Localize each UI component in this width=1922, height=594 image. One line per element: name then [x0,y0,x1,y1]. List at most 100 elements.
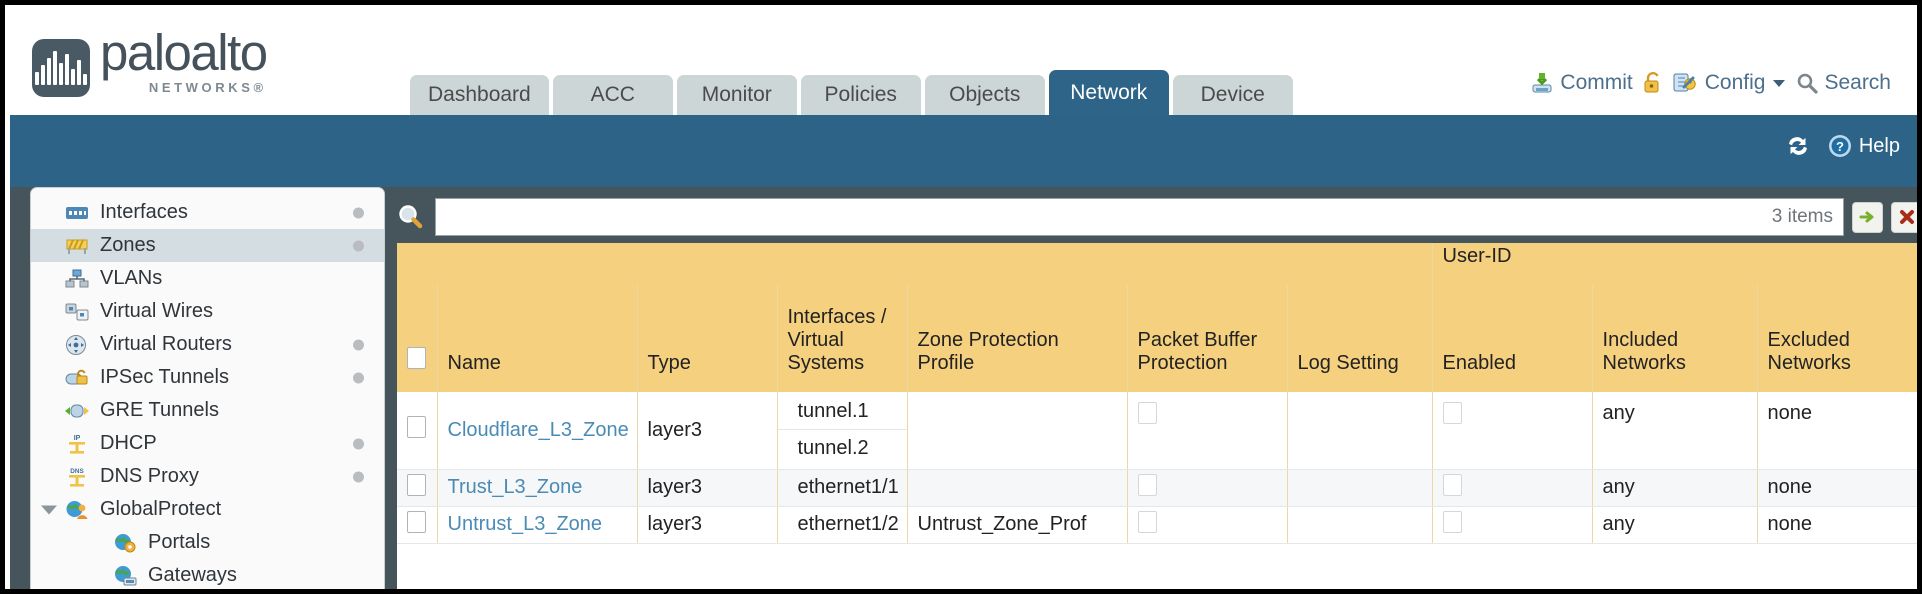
row-select-cell [397,469,438,507]
userid-enabled-checkbox[interactable] [1442,402,1462,424]
sidebar-item-zones[interactable]: Zones [31,229,384,262]
cell-zone-protection-profile: Untrust_Zone_Prof [907,506,1128,544]
col-name[interactable]: Name [437,285,638,392]
userid-enabled-checkbox[interactable] [1442,473,1462,496]
status-dot [353,207,364,218]
table-header-row: Name Type Interfaces / Virtual Systems Z… [397,285,1917,392]
gre-tunnels-icon [65,402,91,420]
status-dot [353,339,364,350]
sidebar-item-globalprotect[interactable]: GlobalProtect [31,493,384,526]
cell-type: layer3 [637,469,778,507]
sidebar-item-dns-proxy[interactable]: DNS DNS Proxy [31,460,384,493]
sidebar-item-gateways[interactable]: Gateways [31,559,384,589]
col-interfaces-virtual-systems[interactable]: Interfaces / Virtual Systems [777,285,908,392]
tab-network[interactable]: Network [1048,70,1169,115]
sidebar-item-label: Zones [100,234,156,256]
zones-table-body: Cloudflare_L3_Zone layer3 tunnel.1 tunne… [397,392,1917,544]
dhcp-icon: IP [65,433,91,455]
cell-type: layer3 [637,506,778,544]
tab-objects[interactable]: Objects [924,75,1045,115]
packet-buffer-protection-checkbox[interactable] [1137,473,1157,496]
status-dot [353,471,364,482]
search-button[interactable]: Search [1796,71,1891,95]
cell-included-networks: any [1592,506,1758,544]
cell-packet-buffer-protection [1127,506,1288,544]
clear-filter-button[interactable] [1891,201,1917,233]
apply-filter-button[interactable] [1852,201,1883,233]
table-row[interactable]: Trust_L3_Zone layer3 ethernet1/1 any [397,469,1917,507]
select-all-checkbox[interactable] [407,347,426,369]
col-zone-protection-profile[interactable]: Zone Protection Profile [907,285,1128,392]
zone-name-link[interactable]: Cloudflare_L3_Zone [447,418,629,441]
refresh-button[interactable] [1785,134,1811,158]
cell-zone-protection-profile [907,469,1128,507]
col-excluded-networks[interactable]: Excluded Networks [1757,285,1917,392]
cell-included-networks: any [1592,469,1758,507]
sidebar-item-vlans[interactable]: VLANs [31,262,384,295]
tab-dashboard[interactable]: Dashboard [410,75,549,115]
sidebar-item-gre-tunnels[interactable]: GRE Tunnels [31,394,384,427]
filter-input-wrapper[interactable]: 3 items [435,198,1844,236]
lock-button[interactable] [1642,71,1664,95]
sidebar-item-ipsec-tunnels[interactable]: IPSec Tunnels [31,361,384,394]
zones-main-panel: 3 items [397,187,1917,589]
zone-name-link[interactable]: Trust_L3_Zone [447,476,583,498]
col-included-networks[interactable]: Included Networks [1592,285,1758,392]
brand-subtitle: NETWORKS® [148,80,267,95]
status-dot [353,240,364,251]
tab-policies[interactable]: Policies [800,75,921,115]
zone-name-link[interactable]: Untrust_L3_Zone [447,513,603,535]
tab-monitor[interactable]: Monitor [676,75,797,115]
cell-excluded-networks: none [1757,392,1917,470]
packet-buffer-protection-checkbox[interactable] [1137,402,1157,424]
interface-item: tunnel.1 [777,393,907,431]
interfaces-icon [65,205,91,221]
sidebar-item-dhcp[interactable]: IP DHCP [31,427,384,460]
cell-interfaces: ethernet1/1 [777,469,908,507]
tab-device[interactable]: Device [1172,75,1293,115]
svg-text:IP: IP [74,435,81,442]
sidebar-item-virtual-wires[interactable]: Virtual Wires [31,295,384,328]
sidebar-item-label: VLANs [100,267,163,289]
sidebar-item-virtual-routers[interactable]: Virtual Routers [31,328,384,361]
tab-acc[interactable]: ACC [552,75,673,115]
sidebar-item-label: Gateways [148,564,237,586]
col-packet-buffer-protection[interactable]: Packet Buffer Protection [1127,285,1288,392]
table-row[interactable]: Cloudflare_L3_Zone layer3 tunnel.1 tunne… [397,392,1917,470]
cell-interfaces: ethernet1/2 [777,506,908,544]
main-nav-tabs: Dashboard ACC Monitor Policies Objects N… [410,70,1297,115]
packet-buffer-protection-checkbox[interactable] [1137,510,1157,533]
cell-type: layer3 [637,392,778,470]
commit-button[interactable]: Commit [1530,71,1633,95]
config-button[interactable]: Config [1673,71,1788,95]
sidebar-item-interfaces[interactable]: Interfaces [31,196,384,229]
expand-caret-icon[interactable] [41,505,57,514]
table-row[interactable]: Untrust_L3_Zone layer3 ethernet1/2 Untru… [397,506,1917,544]
table-group-header-row: User-ID [397,243,1917,285]
cell-log-setting [1287,392,1433,470]
row-checkbox[interactable] [407,473,426,496]
cell-name: Trust_L3_Zone [437,469,638,507]
paloalto-logo[interactable]: paloalto NETWORKS® [32,27,268,97]
globalprotect-icon [65,499,91,521]
cell-enabled [1432,506,1593,544]
search-icon [1796,72,1819,94]
cell-name: Untrust_L3_Zone [437,506,638,544]
col-enabled[interactable]: Enabled [1432,285,1593,392]
chevron-down-icon[interactable] [1771,77,1787,89]
status-dot [353,372,364,383]
sidebar-item-portals[interactable]: Portals [31,526,384,559]
svg-text:DNS: DNS [70,468,84,475]
group-header-userid: User-ID [1432,243,1917,285]
help-button[interactable]: ? Help [1827,133,1900,159]
userid-enabled-checkbox[interactable] [1442,510,1462,533]
row-checkbox[interactable] [407,510,426,533]
gateways-icon [113,565,139,587]
col-type[interactable]: Type [637,285,778,392]
vlans-icon [65,269,91,289]
row-checkbox[interactable] [407,416,426,439]
ipsec-tunnels-icon [65,368,91,388]
magnifier-icon[interactable] [397,203,427,231]
col-log-setting[interactable]: Log Setting [1287,285,1433,392]
